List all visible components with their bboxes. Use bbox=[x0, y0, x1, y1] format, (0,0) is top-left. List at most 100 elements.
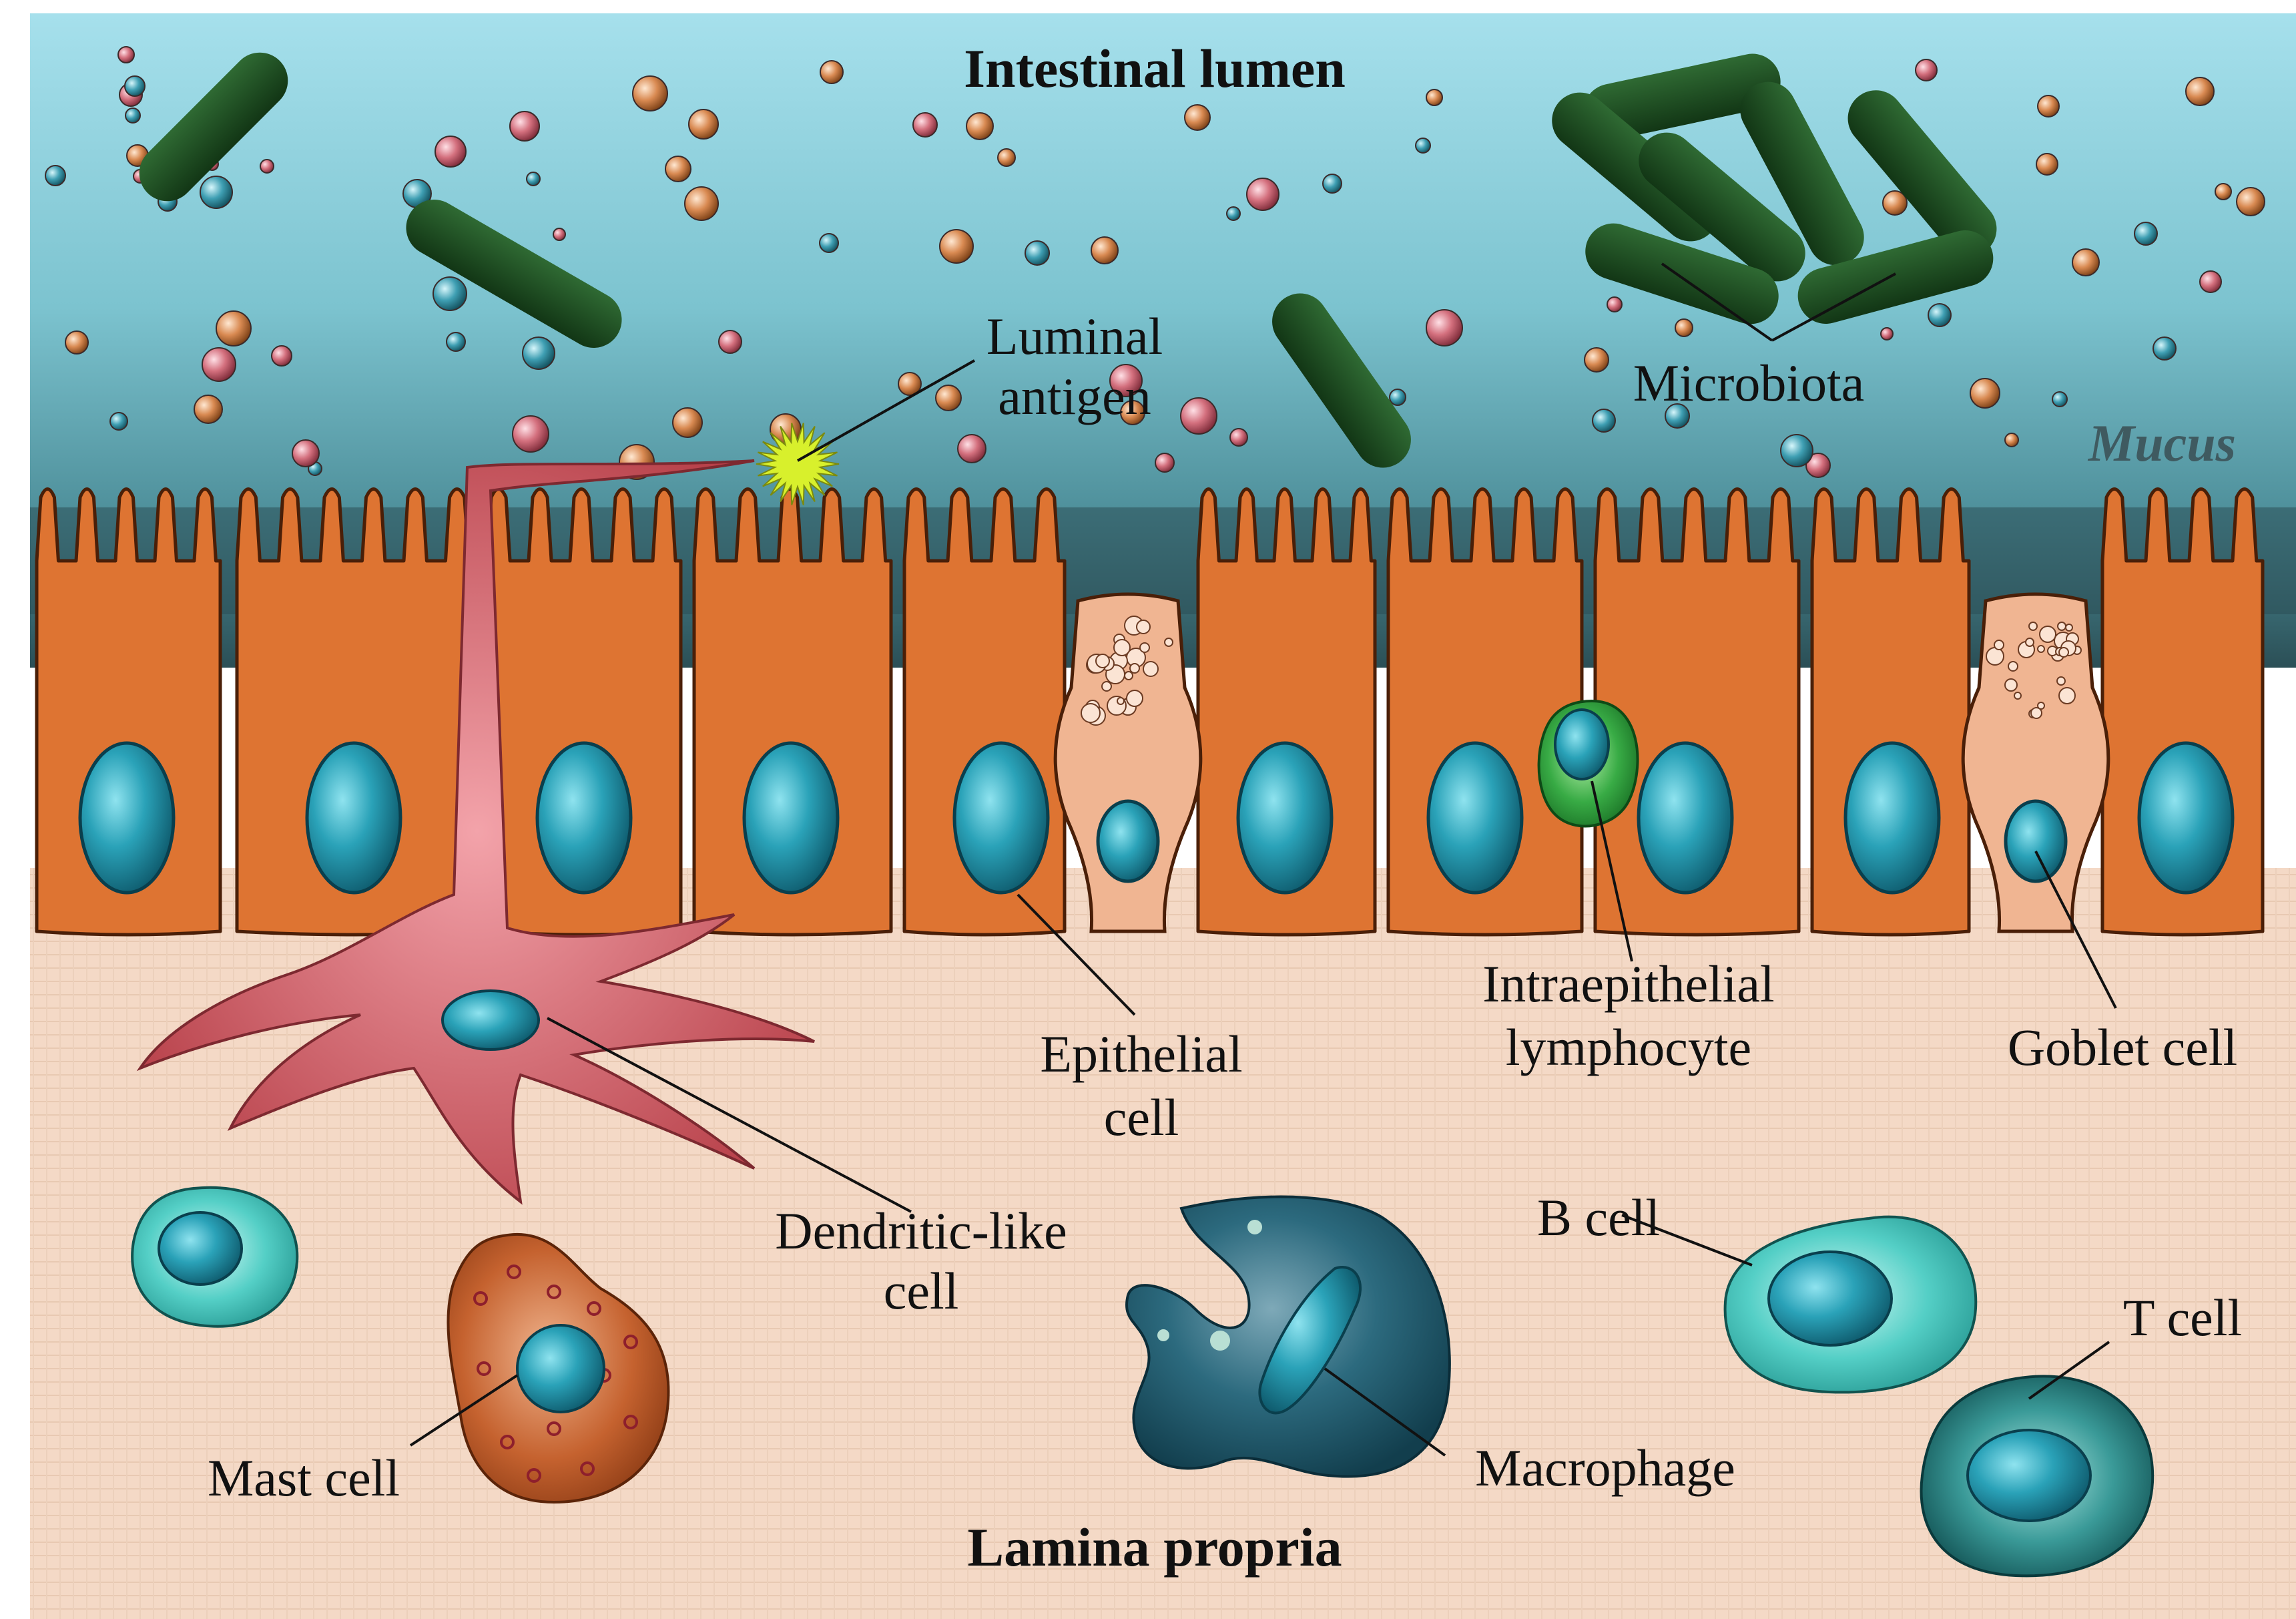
epithelial-nucleus bbox=[2137, 741, 2235, 895]
luminal-particle bbox=[1426, 89, 1443, 106]
luminal-particle bbox=[2152, 336, 2177, 361]
luminal-particle bbox=[688, 109, 719, 140]
dendritic-nucleus bbox=[441, 989, 540, 1051]
macrophage-cell bbox=[1125, 1195, 1451, 1478]
mucin-granule bbox=[2058, 687, 2076, 704]
labels: Intestinal lumen Mucus Luminal antigen M… bbox=[208, 38, 2242, 1578]
leader-mast-cell bbox=[409, 1374, 519, 1447]
teal-cell-nucleus bbox=[158, 1211, 243, 1286]
macrophage-vesicle bbox=[1210, 1331, 1230, 1351]
goblet-cell bbox=[1961, 592, 2110, 933]
luminal-particle bbox=[216, 310, 252, 346]
leader-microbiota-2 bbox=[1771, 272, 1896, 342]
macrophage-nucleus bbox=[1258, 1266, 1362, 1415]
bacterium bbox=[406, 200, 622, 348]
bacterium bbox=[1740, 81, 1864, 266]
dendritic-cell-label-2: cell bbox=[884, 1262, 959, 1320]
luminal-particle bbox=[1184, 104, 1211, 131]
luminal-particle bbox=[109, 412, 128, 431]
mast-cell-granules bbox=[473, 1264, 638, 1483]
luminal-particle bbox=[1415, 138, 1431, 154]
leader-dendritic-cell bbox=[547, 1017, 912, 1213]
luminal-particle bbox=[200, 176, 233, 209]
luminal-particle bbox=[1246, 178, 1279, 211]
luminal-particle bbox=[2072, 248, 2100, 276]
luminal-particle bbox=[1025, 240, 1050, 266]
luminal-particle bbox=[509, 111, 540, 142]
epithelial-nucleus bbox=[305, 741, 402, 895]
macrophage-vesicle bbox=[1247, 1220, 1262, 1234]
leader-intraepithelial-lymphocyte bbox=[1591, 780, 1633, 962]
goblet-nucleus bbox=[1096, 799, 1160, 883]
b-cell bbox=[1723, 1215, 1978, 1394]
mucin-granule bbox=[1139, 642, 1150, 653]
mucin-granule bbox=[1081, 703, 1101, 723]
luminal-particle bbox=[522, 336, 555, 370]
leader-macrophage bbox=[1324, 1367, 1446, 1457]
epithelial-nucleus bbox=[1426, 741, 1524, 895]
mucin-granule bbox=[2039, 626, 2056, 643]
mucin-granule bbox=[2065, 624, 2073, 632]
luminal-particle bbox=[117, 46, 135, 63]
luminal-particle bbox=[819, 233, 839, 253]
b-cell-label: B cell bbox=[1537, 1188, 1660, 1246]
luminal-particle bbox=[260, 159, 274, 174]
mucin-granule bbox=[1164, 638, 1173, 647]
luminal-particle bbox=[665, 156, 691, 182]
luminal-particle bbox=[1592, 409, 1616, 433]
epithelial-layer bbox=[35, 487, 2265, 937]
mucin-granule bbox=[2058, 647, 2069, 658]
mast-cell-nucleus bbox=[516, 1324, 605, 1413]
epithelial-nucleus bbox=[742, 741, 840, 895]
microbiota-label: Microbiota bbox=[1633, 354, 1865, 412]
luminal-particle bbox=[1665, 403, 1690, 429]
luminal-particle bbox=[672, 407, 703, 438]
luminal-particle bbox=[2004, 433, 2019, 447]
mucin-granule bbox=[2004, 678, 2018, 692]
luminal-particle bbox=[1180, 397, 1217, 435]
luminal-particle bbox=[1880, 327, 1894, 340]
luminal-particle bbox=[435, 136, 467, 168]
leader-microbiota-1 bbox=[1661, 262, 1773, 342]
luminal-particle bbox=[1091, 236, 1119, 264]
teal-cell bbox=[131, 1186, 299, 1328]
luminal-particle bbox=[2052, 391, 2068, 407]
dendritic-cell-label-1: Dendritic-like bbox=[775, 1202, 1067, 1260]
epithelial-nucleus bbox=[952, 741, 1050, 895]
luminal-particle bbox=[1805, 453, 1831, 478]
intraepithelial-lymphocyte-cell bbox=[1537, 699, 1639, 828]
mucin-granule bbox=[2025, 638, 2034, 647]
mucin-granule bbox=[1101, 681, 1112, 692]
microbiota-bacteria bbox=[139, 52, 1997, 468]
luminal-particle bbox=[1780, 434, 1813, 467]
luminal-particle bbox=[684, 186, 719, 221]
macrophage-vesicle bbox=[1157, 1329, 1169, 1341]
dendritic-like-cell bbox=[136, 459, 815, 1205]
luminal-particle bbox=[194, 395, 223, 424]
luminal-particle bbox=[1882, 190, 1908, 216]
epithelial-nucleus bbox=[535, 741, 633, 895]
luminal-particle bbox=[1109, 364, 1143, 397]
luminal-particle bbox=[2199, 270, 2222, 293]
leader-epithelial-cell bbox=[1017, 893, 1136, 1016]
t-cell-label: T cell bbox=[2123, 1289, 2242, 1347]
luminal-particle bbox=[271, 345, 292, 367]
mucin-granule bbox=[1095, 654, 1110, 668]
bacterium bbox=[1272, 293, 1411, 468]
epithelial-cell-label-2: cell bbox=[1104, 1088, 1179, 1146]
luminal-particle bbox=[292, 439, 320, 467]
lumen-label: Intestinal lumen bbox=[964, 38, 1346, 99]
luminal-particle bbox=[898, 372, 922, 396]
mucin-granule bbox=[1126, 690, 1143, 707]
luminal-particle bbox=[553, 228, 566, 241]
bacterium bbox=[1847, 90, 1997, 257]
bacterium bbox=[1583, 53, 1781, 140]
mucin-granule bbox=[2037, 645, 2045, 653]
luminal-particle bbox=[1229, 428, 1248, 447]
luminal-antigen-label-1: Luminal bbox=[986, 307, 1163, 365]
luminal-antigen-particle bbox=[756, 423, 840, 505]
luminal-particle bbox=[2215, 183, 2232, 200]
luminal-particle bbox=[966, 112, 994, 140]
luminal-particle bbox=[632, 75, 668, 111]
